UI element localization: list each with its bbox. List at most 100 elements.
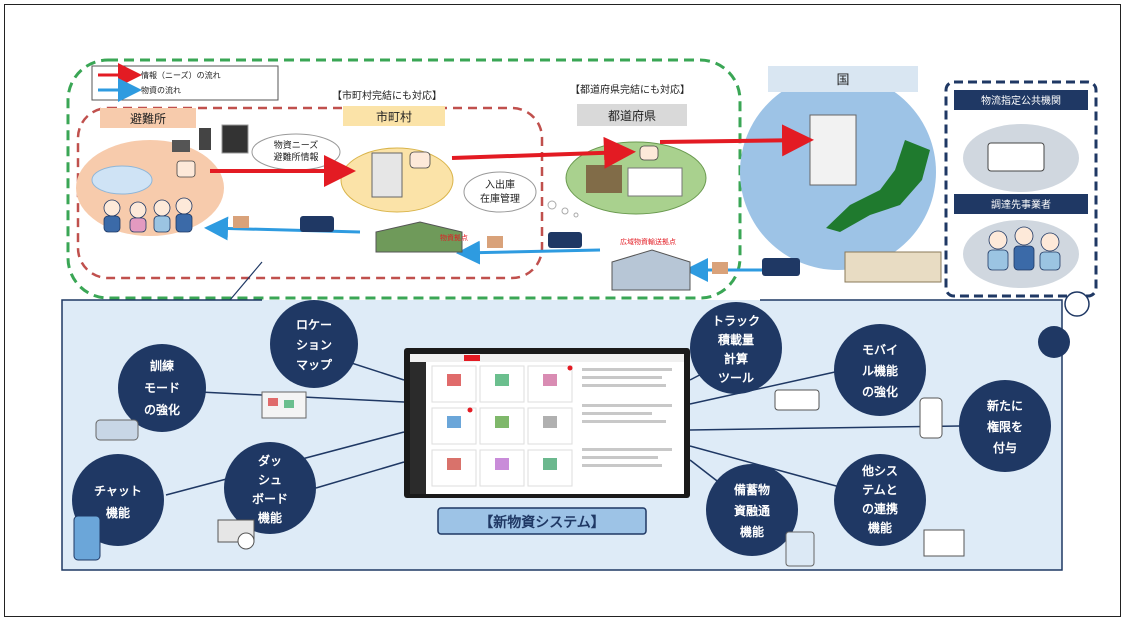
cargo-box-icon [487,236,503,248]
training-mode-feature: 訓練 モード の強化 [118,344,206,432]
training-line1: 訓練 [150,358,174,373]
screen-list-panel [582,368,672,467]
meeting-illustration [586,165,622,193]
prefecture-scope-boundary [66,58,742,300]
training-line3: の強化 [144,402,180,417]
stockpile-line2: 資融通 [734,503,770,518]
magnifier-icon [237,532,255,550]
dashboard-line1: ダッ [258,453,282,468]
public-agency-label-bg [954,90,1088,110]
screen-alert-badge [464,355,480,361]
government-building [809,114,857,186]
truck-load-icon [774,389,820,411]
shelter-needs-bubble [251,133,341,171]
shelter-label: 避難所 [130,111,166,126]
delivery-truck-icon [987,142,1045,172]
integration-line2: テムと [862,483,898,497]
nation-label: 国 [836,73,849,88]
procurement-label-bg [954,194,1088,214]
business-people-illustration [987,226,1061,271]
wide-area-warehouse-label: 広域物資輸送拠点 [620,237,676,246]
prefecture-label: 都道府県 [608,108,656,123]
training-line2: モード [144,381,180,395]
procurement-label: 調達先事業者 [991,198,1051,211]
inventory-bubble [463,171,537,213]
legend: 情報（ニーズ）の流れ 物資の流れ [91,63,279,102]
supplier-warehouse [844,251,942,283]
mobile-feature: モバイ ル機能 の強化 [834,324,926,416]
truck-line2: 積載量 [717,332,754,347]
wide-area-warehouse [611,249,691,291]
stockpile-feature: 備蓄物 資融通 機能 [706,464,798,556]
truck-load-tool-feature: トラック 積載量 計算 ツール [690,302,782,394]
truck-icon [548,232,582,248]
public-agency-label: 物流指定公共機関 [981,94,1061,107]
location-line2: ション [296,338,332,352]
shelter-label-bg [100,108,196,128]
outer-frame [4,4,1121,617]
desktop-computer-icon [923,529,965,557]
system-label: 【新物資システム】 [479,514,605,531]
chat-line1: チャット [94,484,142,498]
shelter-building [91,165,153,195]
permission-line1: 新たに [987,398,1023,413]
prefecture-staff-icon [639,145,659,161]
laptop-icon [172,140,190,152]
evacuees-illustration [103,197,193,233]
goods-arrow-to-shelter [204,216,361,241]
operator-icon [409,151,431,169]
external-entities-boundary [944,80,1098,298]
screen-tiles [431,365,573,487]
municipal-warehouse [375,221,463,253]
chat-line2: 機能 [106,505,130,520]
stockpile-line1: 備蓄物 [734,482,770,497]
nation-label-bg [768,66,918,92]
truck-line3: 計算 [724,351,748,366]
inventory-bubble-line2: 在庫管理 [480,192,520,205]
stockpile-line3: 機能 [740,524,764,539]
dashboard-line3: ボード [252,491,288,506]
system-label-box [437,507,647,535]
municipal-note: 【市町村完結にも対応】 [332,89,442,102]
legend-info-flow: 情報（ニーズ）の流れ [141,70,221,80]
info-arrow-municipality-to-prefecture [451,136,636,169]
truck-icon [762,258,800,276]
municipality-label-bg [343,106,445,126]
prefecture-note: 【都道府県完結にも対応】 [570,83,690,96]
integration-line3: の連携 [862,501,898,516]
mobile-line2: ル機能 [862,363,898,378]
deco-circle-outline [1064,291,1090,317]
cargo-box-icon [712,262,728,274]
goods-arrow-to-municipal-depot [456,240,601,265]
truck-line4: ツール [718,371,754,385]
municipality-label: 市町村 [376,109,412,124]
cargo-box-icon [233,216,249,228]
truck-icon [300,216,334,232]
callout-line [229,261,263,301]
mobile-line3: の強化 [862,384,898,399]
server-icon [371,152,403,198]
shelter-bubble-line1: 物資ニーズ [274,139,319,151]
integration-line1: 他シス [861,463,898,478]
municipal-warehouse-label: 物資拠点 [440,233,468,242]
screen-tile-icons [447,374,557,470]
dashboard-line4: 機能 [258,510,282,525]
permission-line3: 付与 [993,440,1017,455]
integration-line4: 機能 [868,520,892,535]
legend-goods-flow: 物資の流れ [141,85,181,95]
prefecture-label-bg [577,104,687,126]
dashboard-line2: シュ [258,473,282,487]
tablet-icon [199,128,211,150]
chat-phone-icon [73,515,101,561]
smartphone-icon [919,397,943,439]
truck-line1: トラック [712,314,760,328]
japan-map [826,140,930,232]
location-map-feature: ロケー ション マップ [270,300,358,388]
shelter-bubble-line2: 避難所情報 [273,151,318,163]
integration-feature: 他シス テムと の連携 機能 [834,454,926,546]
system-screenshot [404,348,690,498]
staff-icon [176,160,196,178]
location-line3: マップ [296,357,333,372]
